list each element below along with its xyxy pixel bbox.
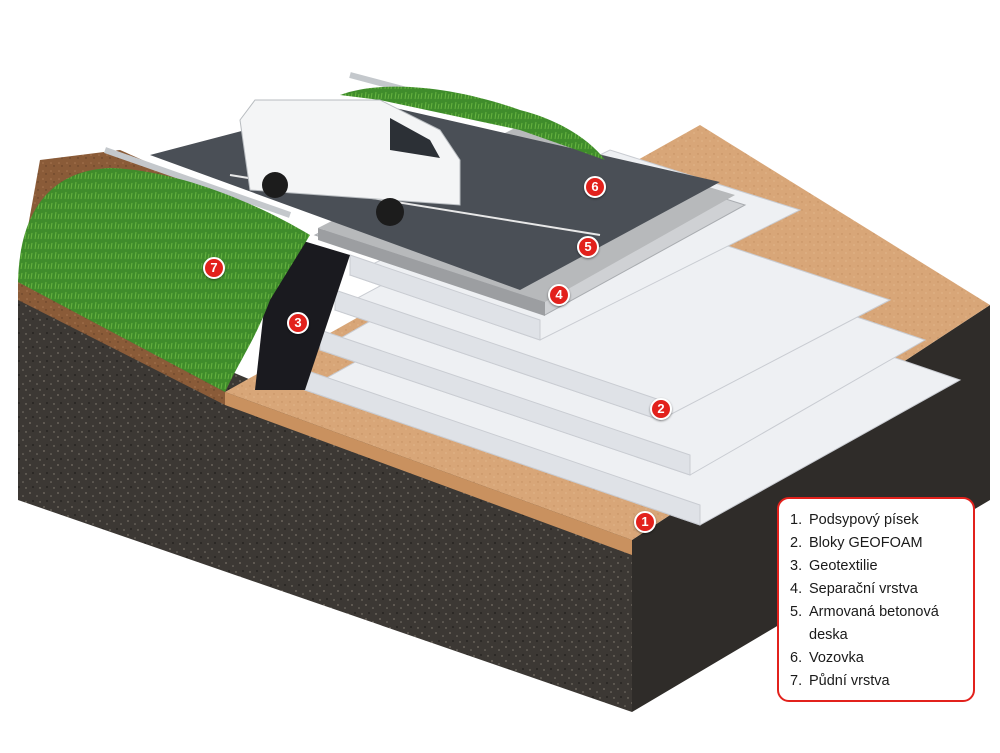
marker-2: 2 xyxy=(650,398,672,420)
sand-front-edge xyxy=(225,392,632,555)
marker-1: 1 xyxy=(634,511,656,533)
grass-right xyxy=(340,86,605,160)
legend-item-2: 2. Bloky GEOFOAM xyxy=(790,532,963,555)
marker-7: 7 xyxy=(203,257,225,279)
legend-number: 2. xyxy=(790,535,803,551)
soil-layer xyxy=(18,282,225,405)
legend-item-7: 7. Půdní vrstva xyxy=(790,670,963,693)
legend-text: Armovaná betonová deska xyxy=(809,604,939,643)
legend-number: 7. xyxy=(790,673,803,689)
grass-left xyxy=(18,168,310,392)
legend-text: Separační vrstva xyxy=(809,581,918,597)
legend-item-5: 5. Armovaná betonová deska xyxy=(790,601,963,647)
legend-number: 1. xyxy=(790,512,803,528)
legend-text: Půdní vrstva xyxy=(809,673,890,689)
legend-box: 1. Podsypový písek 2. Bloky GEOFOAM 3. Geot… xyxy=(777,497,975,702)
legend-text: Geotextilie xyxy=(809,558,878,574)
concrete-slab-edge xyxy=(318,228,545,316)
legend-number: 4. xyxy=(790,581,803,597)
marker-6: 6 xyxy=(584,176,606,198)
guard-rail-left xyxy=(104,147,291,218)
marker-3: 3 xyxy=(287,312,309,334)
marker-4: 4 xyxy=(548,284,570,306)
legend-text: Podsypový písek xyxy=(809,512,919,528)
legend-number: 6. xyxy=(790,650,803,666)
legend-number: 3. xyxy=(790,558,803,574)
marker-5: 5 xyxy=(577,236,599,258)
legend-text: Bloky GEOFOAM xyxy=(809,535,923,551)
legend-item-6: 6. Vozovka xyxy=(790,647,963,670)
legend-list: 1. Podsypový písek 2. Bloky GEOFOAM 3. Geot… xyxy=(790,509,963,693)
legend-number: 5. xyxy=(790,604,803,620)
legend-item-3: 3. Geotextilie xyxy=(790,555,963,578)
legend-item-1: 1. Podsypový písek xyxy=(790,509,963,532)
legend-item-4: 4. Separační vrstva xyxy=(790,578,963,601)
van-illustration xyxy=(239,99,461,226)
legend-text: Vozovka xyxy=(809,650,864,666)
ground-front-face xyxy=(18,282,632,712)
